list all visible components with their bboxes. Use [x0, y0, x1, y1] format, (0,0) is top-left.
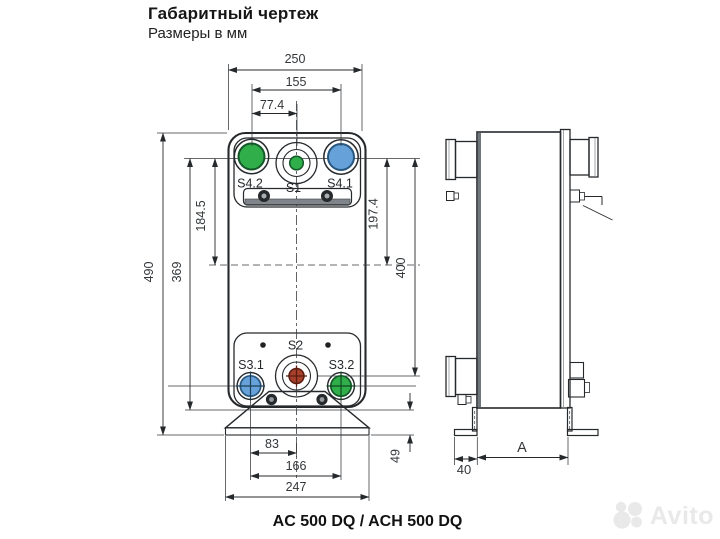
port-s4-2 — [233, 138, 270, 175]
port-s4-1 — [323, 139, 359, 175]
upper-left-pipe — [445, 138, 478, 181]
fittings-lower-right — [567, 361, 590, 398]
port-s3-1 — [236, 371, 265, 401]
tie-bolt-upper-left — [446, 191, 459, 201]
port-label-s32: S3.2 — [329, 358, 355, 372]
avito-wordmark: Avito — [649, 501, 714, 530]
dim-166: 166 — [286, 459, 307, 473]
port-s2 — [274, 354, 319, 398]
upper-right-pipe — [569, 136, 599, 178]
units-subtitle: Размеры в мм — [148, 25, 248, 42]
bracket-left — [453, 406, 478, 437]
front-view: S4.2 S1 S4.1 S3.1 S2 S3.2 — [168, 101, 420, 480]
bar-bolt-right — [321, 190, 333, 202]
bar-bolt-left — [258, 190, 270, 202]
foot-bolt-left — [265, 393, 278, 406]
dim-83: 83 — [265, 437, 279, 451]
bracket-right — [566, 406, 599, 437]
port-label-s42: S4.2 — [237, 177, 263, 191]
dim-155: 155 — [286, 75, 307, 89]
model-caption: AC 500 DQ / ACH 500 DQ — [272, 513, 463, 530]
dim-400: 400 — [394, 258, 408, 279]
dim-247: 247 — [286, 480, 307, 494]
dim-77-4: 77.4 — [260, 98, 284, 112]
side-view: A 40 — [445, 128, 613, 477]
bottom-port-panel — [233, 332, 362, 407]
dim-250: 250 — [285, 52, 306, 66]
port-label-s31: S3.1 — [238, 358, 264, 372]
dim-40: 40 — [457, 462, 471, 477]
tie-bolt-upper-right — [569, 189, 613, 221]
port-label-s1: S1 — [286, 181, 301, 195]
dim-369: 369 — [170, 262, 184, 283]
port-s1 — [275, 141, 318, 185]
upper-bolt-bar — [242, 187, 353, 206]
port-label-s41: S4.1 — [327, 177, 353, 191]
dim-a: A — [517, 440, 527, 456]
panel-dot-right — [325, 342, 331, 348]
page-title: Габаритный чертеж — [148, 4, 319, 23]
lower-left-pipe — [445, 355, 478, 398]
port-s3-2 — [326, 371, 356, 401]
dim-197-4: 197.4 — [367, 198, 381, 229]
end-plate — [559, 128, 571, 409]
dim-490: 490 — [142, 262, 156, 283]
plate-pack — [476, 131, 562, 409]
panel-dot-left — [260, 342, 266, 348]
port-label-s2: S2 — [288, 339, 303, 353]
dim-184-5: 184.5 — [194, 200, 208, 231]
dimension-lines: 250 155 77.4 490 369 184.5 197.4 400 49 … — [142, 52, 418, 501]
avito-watermark: Avito — [612, 499, 714, 533]
foot-bolt-right — [316, 393, 328, 406]
dim-49: 49 — [389, 449, 403, 463]
avito-logo-icon — [613, 501, 642, 529]
tie-bolt-lower-left — [457, 394, 472, 405]
foot-base-plate — [224, 427, 370, 436]
